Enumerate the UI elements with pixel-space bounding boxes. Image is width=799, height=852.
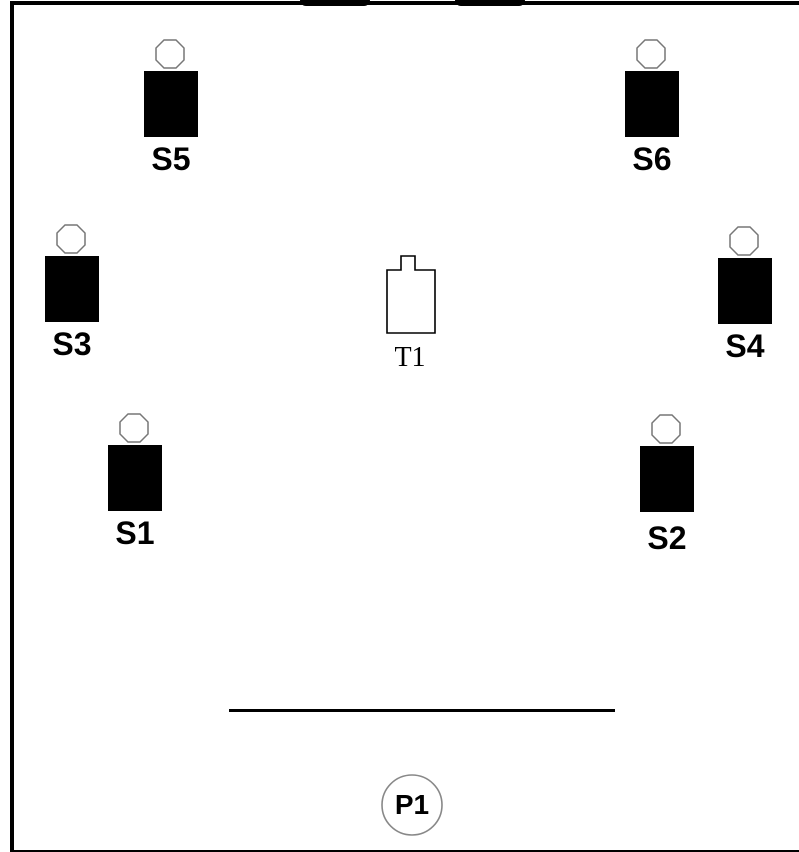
speaker-label: S3 — [52, 326, 92, 362]
speaker-label: S5 — [151, 141, 191, 177]
target-bottle-icon — [386, 255, 436, 334]
target-label: T1 — [394, 342, 426, 373]
speaker-head-icon — [155, 39, 185, 69]
divider-line — [229, 709, 615, 712]
speaker-label: S4 — [725, 328, 765, 364]
speaker-s4: S4 — [715, 226, 775, 362]
speaker-body — [108, 445, 162, 511]
participant-circle-icon — [381, 774, 443, 836]
speaker-s6: S6 — [622, 39, 682, 175]
speaker-head-icon — [651, 414, 681, 444]
top-edge-mark-left — [300, 0, 370, 6]
top-edge-mark-right — [455, 0, 525, 6]
participant-p1: P1 — [380, 773, 444, 837]
speaker-head-icon — [636, 39, 666, 69]
speaker-head-icon — [729, 226, 759, 256]
participant-label: P1 — [394, 789, 430, 820]
speaker-label: S1 — [115, 515, 155, 551]
speaker-s5: S5 — [141, 39, 201, 175]
speaker-body — [45, 256, 99, 322]
speaker-s3: S3 — [42, 224, 102, 360]
speaker-label: S6 — [632, 141, 672, 177]
speaker-body — [718, 258, 772, 324]
speaker-body — [144, 71, 198, 137]
speaker-s2: S2 — [637, 414, 697, 554]
speaker-body — [640, 446, 694, 512]
speaker-head-icon — [119, 413, 149, 443]
speaker-body — [625, 71, 679, 137]
speaker-label: S2 — [647, 520, 687, 556]
speaker-s1: S1 — [105, 413, 165, 549]
speaker-head-icon — [56, 224, 86, 254]
